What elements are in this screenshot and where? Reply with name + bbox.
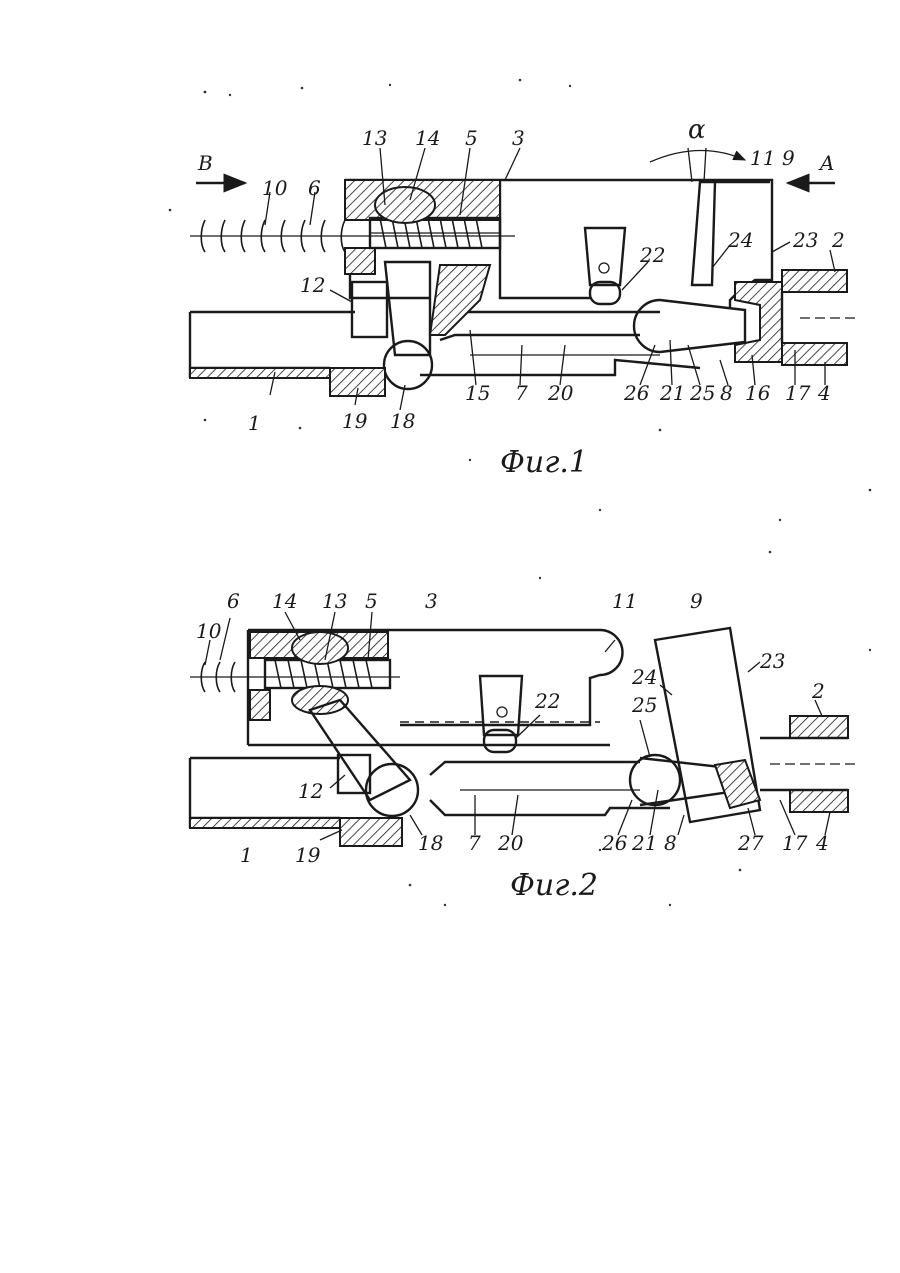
label-13: 13 (362, 126, 387, 150)
label-24: 24 (727, 228, 753, 252)
label2-21: 21 (631, 831, 657, 855)
label2-11: 11 (612, 589, 637, 613)
block-14 (345, 180, 500, 274)
valve-2-21 (630, 755, 730, 805)
label-6: 6 (308, 176, 321, 200)
label-14: 14 (415, 126, 440, 150)
label2-3: 3 (425, 589, 438, 613)
label2-4: 4 (815, 831, 829, 855)
label2-25: 25 (631, 693, 657, 717)
label-1: 1 (248, 411, 261, 435)
label-10: 10 (262, 176, 288, 200)
pin-22 (585, 228, 625, 304)
label-7: 7 (515, 381, 528, 405)
label2-12: 12 (298, 779, 323, 803)
label2-26: 26 (601, 831, 628, 855)
scan-specks (169, 79, 872, 907)
label-19: 19 (342, 409, 368, 433)
caption-fig1: Фиг.1 (500, 445, 588, 480)
label-17: 17 (785, 381, 811, 405)
label-B: B (197, 151, 213, 175)
label2-19: 19 (295, 843, 321, 867)
label-18: 18 (390, 409, 415, 433)
label-alpha: α (688, 115, 706, 145)
alpha-angle (650, 148, 745, 182)
label-11: 11 (750, 146, 775, 170)
nozzle-2-27 (715, 716, 860, 812)
label2-5: 5 (365, 589, 378, 613)
label2-17: 17 (782, 831, 808, 855)
caption-fig2: Фиг.2 (510, 868, 598, 903)
label-9: 9 (782, 146, 795, 170)
label2-24: 24 (631, 665, 657, 689)
label-12: 12 (300, 273, 325, 297)
label-21: 21 (659, 381, 685, 405)
label2-13: 13 (322, 589, 347, 613)
valve-21 (634, 300, 745, 352)
label2-9: 9 (690, 589, 703, 613)
label2-6: 6 (227, 589, 240, 613)
label-16: 16 (745, 381, 771, 405)
label-26: 26 (623, 381, 650, 405)
label-4: 4 (817, 381, 831, 405)
figure-1: B A α 10 6 13 14 5 3 11 9 12 22 24 23 2 … (190, 115, 860, 480)
pin-2-22 (480, 676, 522, 752)
label2-7: 7 (468, 831, 481, 855)
label-2: 2 (831, 228, 845, 252)
label2-8: 8 (664, 831, 677, 855)
label2-23: 23 (759, 649, 785, 673)
label2-22: 22 (534, 689, 560, 713)
label2-18: 18 (418, 831, 443, 855)
label-5: 5 (465, 126, 478, 150)
label-23: 23 (792, 228, 818, 252)
label2-2: 2 (811, 679, 825, 703)
label-A: A (818, 151, 834, 175)
label-8: 8 (720, 381, 733, 405)
label-22: 22 (639, 243, 665, 267)
nozzle-16 (735, 270, 860, 365)
collar-2-19 (340, 818, 402, 846)
label-3: 3 (512, 126, 525, 150)
block-15 (430, 265, 490, 335)
label-15: 15 (465, 381, 490, 405)
label-25: 25 (689, 381, 715, 405)
figure-2: 6 10 14 13 5 3 11 9 22 24 25 23 2 12 1 1… (190, 589, 860, 903)
label-20: 20 (547, 381, 574, 405)
label2-1: 1 (240, 843, 253, 867)
label2-20: 20 (497, 831, 524, 855)
label2-14: 14 (272, 589, 297, 613)
label2-10: 10 (196, 619, 222, 643)
label2-27: 27 (737, 831, 764, 855)
